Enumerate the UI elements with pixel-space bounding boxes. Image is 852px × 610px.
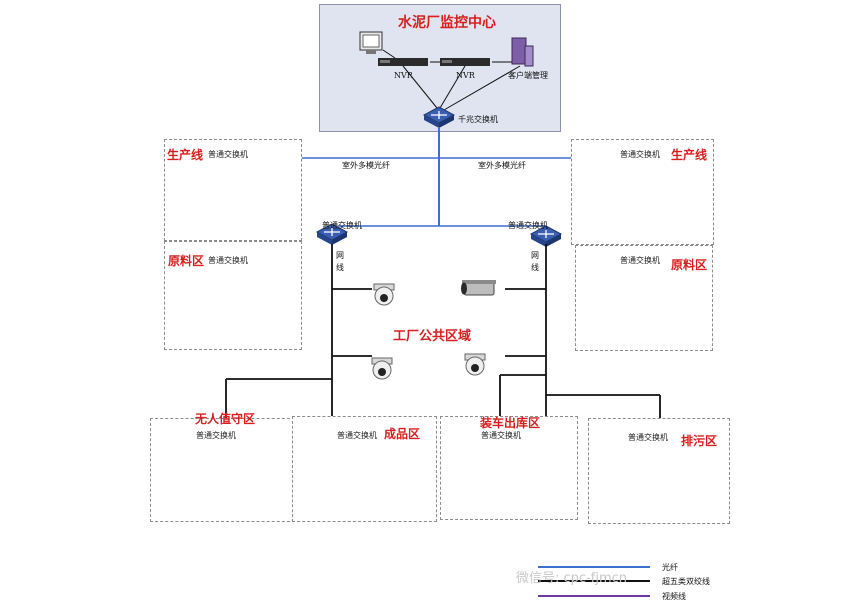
zone-box: [571, 139, 714, 245]
zone-switch-label: 普通交换机: [196, 431, 236, 440]
distribution-switch-icon: [315, 223, 349, 245]
zone-title: 生产线: [167, 148, 204, 162]
zone-box: [292, 416, 437, 522]
zone-title: 装车出库区: [480, 416, 541, 430]
legend-twisted-pair-label: 超五类双绞线: [662, 576, 710, 586]
fiber-label: 室外多模光纤: [342, 160, 390, 170]
watermark-text: 微信号: cpc-fjmcn: [516, 571, 627, 586]
zone-title: 原料区: [168, 254, 205, 268]
zone-title: 成品区: [384, 427, 421, 441]
zone-title: 无人值守区: [195, 412, 256, 426]
net-cable-label: 线: [531, 262, 539, 272]
zone-title: 排污区: [681, 434, 718, 448]
zone-switch-label: 普通交换机: [208, 150, 248, 159]
bullet-camera-icon: [461, 280, 496, 296]
distribution-switch-icon: [529, 225, 563, 247]
net-cable-label: 网: [336, 251, 344, 260]
nvr-device-icon: [378, 58, 428, 66]
public-area-title: 工厂公共区域: [393, 329, 472, 344]
legend-video-label: 视频线: [662, 591, 686, 601]
net-cable-label: 线: [336, 262, 344, 272]
zone-box: [164, 241, 302, 350]
zone-box: [150, 418, 295, 522]
center-title: 水泥厂监控中心: [398, 15, 496, 31]
zone-box: [440, 416, 578, 520]
nvr-device-icon: [440, 58, 490, 66]
monitor-icon: [359, 31, 383, 54]
client-pc-icon: [511, 37, 534, 67]
zone-title: 生产线: [671, 148, 708, 162]
client-label: 客户端管理: [508, 70, 548, 80]
ptz-camera-icon: [373, 283, 395, 306]
switch-label: 普通交换机: [508, 220, 548, 230]
ptz-camera-icon: [371, 357, 393, 380]
zone-switch-label: 普通交换机: [620, 256, 660, 265]
switch-label: 普通交换机: [322, 220, 362, 230]
fiber-label: 室外多模光纤: [478, 160, 526, 170]
zone-box: [164, 139, 302, 241]
zone-title: 原料区: [671, 258, 708, 272]
core-switch-icon: [422, 106, 456, 128]
zone-switch-label: 普通交换机: [337, 431, 377, 440]
zone-switch-label: 普通交换机: [208, 256, 248, 265]
zone-box: [575, 245, 713, 351]
nvr-label: NVR: [456, 71, 476, 80]
net-cable-label: 网: [531, 251, 539, 260]
legend-fiber-label: 光纤: [662, 562, 678, 572]
zone-box: [588, 418, 730, 524]
nvr-label: NVR: [394, 71, 414, 80]
zone-switch-label: 普通交换机: [481, 431, 521, 440]
zone-switch-label: 普通交换机: [620, 150, 660, 159]
ptz-camera-icon: [464, 353, 486, 376]
twisted-pair-trunks: [225, 158, 661, 418]
core-switch-label: 千兆交换机: [458, 114, 498, 124]
zone-switch-label: 普通交换机: [628, 433, 668, 442]
